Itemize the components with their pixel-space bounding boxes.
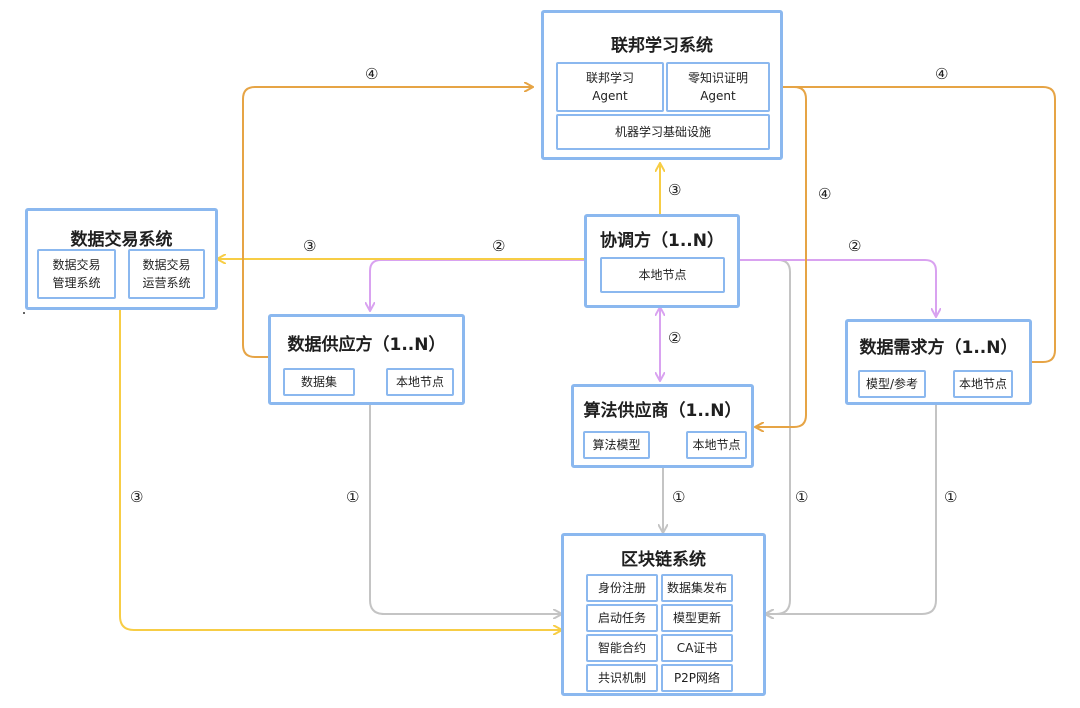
step-label-3-up: ③ [668, 181, 681, 199]
flow-supplier-to-federated [242, 87, 532, 358]
demander-node-box[interactable]: 本地节点 [953, 370, 1013, 398]
blockchain-item[interactable]: 智能合约 [586, 634, 658, 662]
step-label-1-supplier: ① [346, 488, 359, 506]
algo-node-box[interactable]: 本地节点 [686, 431, 747, 459]
blockchain-item[interactable]: CA证书 [661, 634, 733, 662]
blockchain-panel[interactable]: 区块链系统 身份注册 数据集发布 启动任务 模型更新 智能合约 CA证书 共识机… [561, 533, 766, 696]
flow-demander-to-blockchain [766, 404, 937, 614]
data-supplier-panel[interactable]: 数据供应方（1..N） 数据集 本地节点 [268, 314, 465, 405]
supplier-node-box[interactable]: 本地节点 [386, 368, 454, 396]
flow-supplier-to-blockchain [369, 404, 561, 614]
coordinator-title: 协调方（1..N） [600, 231, 724, 251]
blockchain-item[interactable]: P2P网络 [661, 664, 733, 692]
federated-learning-title: 联邦学习系统 [611, 36, 713, 56]
step-label-1-demander: ① [944, 488, 957, 506]
step-label-2-left: ② [492, 237, 505, 255]
ml-infra-box[interactable]: 机器学习基础设施 [556, 114, 770, 150]
demander-model-box[interactable]: 模型/参考 [858, 370, 926, 398]
data-exchange-title: 数据交易系统 [70, 230, 173, 250]
flow-exchange-to-blockchain [119, 310, 561, 630]
supplier-dataset-box[interactable]: 数据集 [283, 368, 355, 396]
coordinator-node-box[interactable]: 本地节点 [600, 257, 725, 293]
exchange-mgmt-box[interactable]: 数据交易 管理系统 [37, 249, 116, 299]
coordinator-panel[interactable]: 协调方（1..N） 本地节点 [584, 214, 740, 308]
step-label-1-coordinator: ① [795, 488, 808, 506]
fl-agent-box[interactable]: 联邦学习 Agent [556, 62, 664, 112]
step-label-4-left: ④ [365, 65, 378, 83]
data-supplier-title: 数据供应方（1..N） [287, 335, 446, 355]
flow-coordinator-to-demander [740, 259, 936, 316]
step-label-1-algo: ① [672, 488, 685, 506]
blockchain-item[interactable]: 数据集发布 [661, 574, 733, 602]
exchange-ops-box[interactable]: 数据交易 运营系统 [128, 249, 205, 299]
step-label-3-down: ③ [130, 488, 143, 506]
algorithm-supplier-panel[interactable]: 算法供应商（1..N） 算法模型 本地节点 [571, 384, 754, 468]
blockchain-item[interactable]: 共识机制 [586, 664, 658, 692]
blockchain-title: 区块链系统 [621, 550, 706, 570]
data-demander-panel[interactable]: 数据需求方（1..N） 模型/参考 本地节点 [845, 319, 1032, 405]
algorithm-supplier-title: 算法供应商（1..N） [583, 401, 742, 421]
flow-coordinator-to-supplier [370, 259, 586, 310]
step-label-2-right: ② [848, 237, 861, 255]
data-exchange-panel[interactable]: 数据交易系统 数据交易 管理系统 数据交易 运营系统 [25, 208, 218, 310]
step-label-3-left: ③ [303, 237, 316, 255]
stray-dot [23, 312, 25, 314]
federated-learning-panel[interactable]: 联邦学习系统 联邦学习 Agent 零知识证明 Agent 机器学习基础设施 [541, 10, 783, 160]
step-label-2-down: ② [668, 329, 681, 347]
blockchain-item[interactable]: 启动任务 [586, 604, 658, 632]
algo-model-box[interactable]: 算法模型 [583, 431, 650, 459]
step-label-4-right: ④ [935, 65, 948, 83]
blockchain-item[interactable]: 身份注册 [586, 574, 658, 602]
flow-demander-to-federated [783, 86, 1056, 363]
data-demander-title: 数据需求方（1..N） [859, 338, 1018, 358]
step-label-4-center: ④ [818, 185, 831, 203]
blockchain-item[interactable]: 模型更新 [661, 604, 733, 632]
zk-agent-box[interactable]: 零知识证明 Agent [666, 62, 770, 112]
